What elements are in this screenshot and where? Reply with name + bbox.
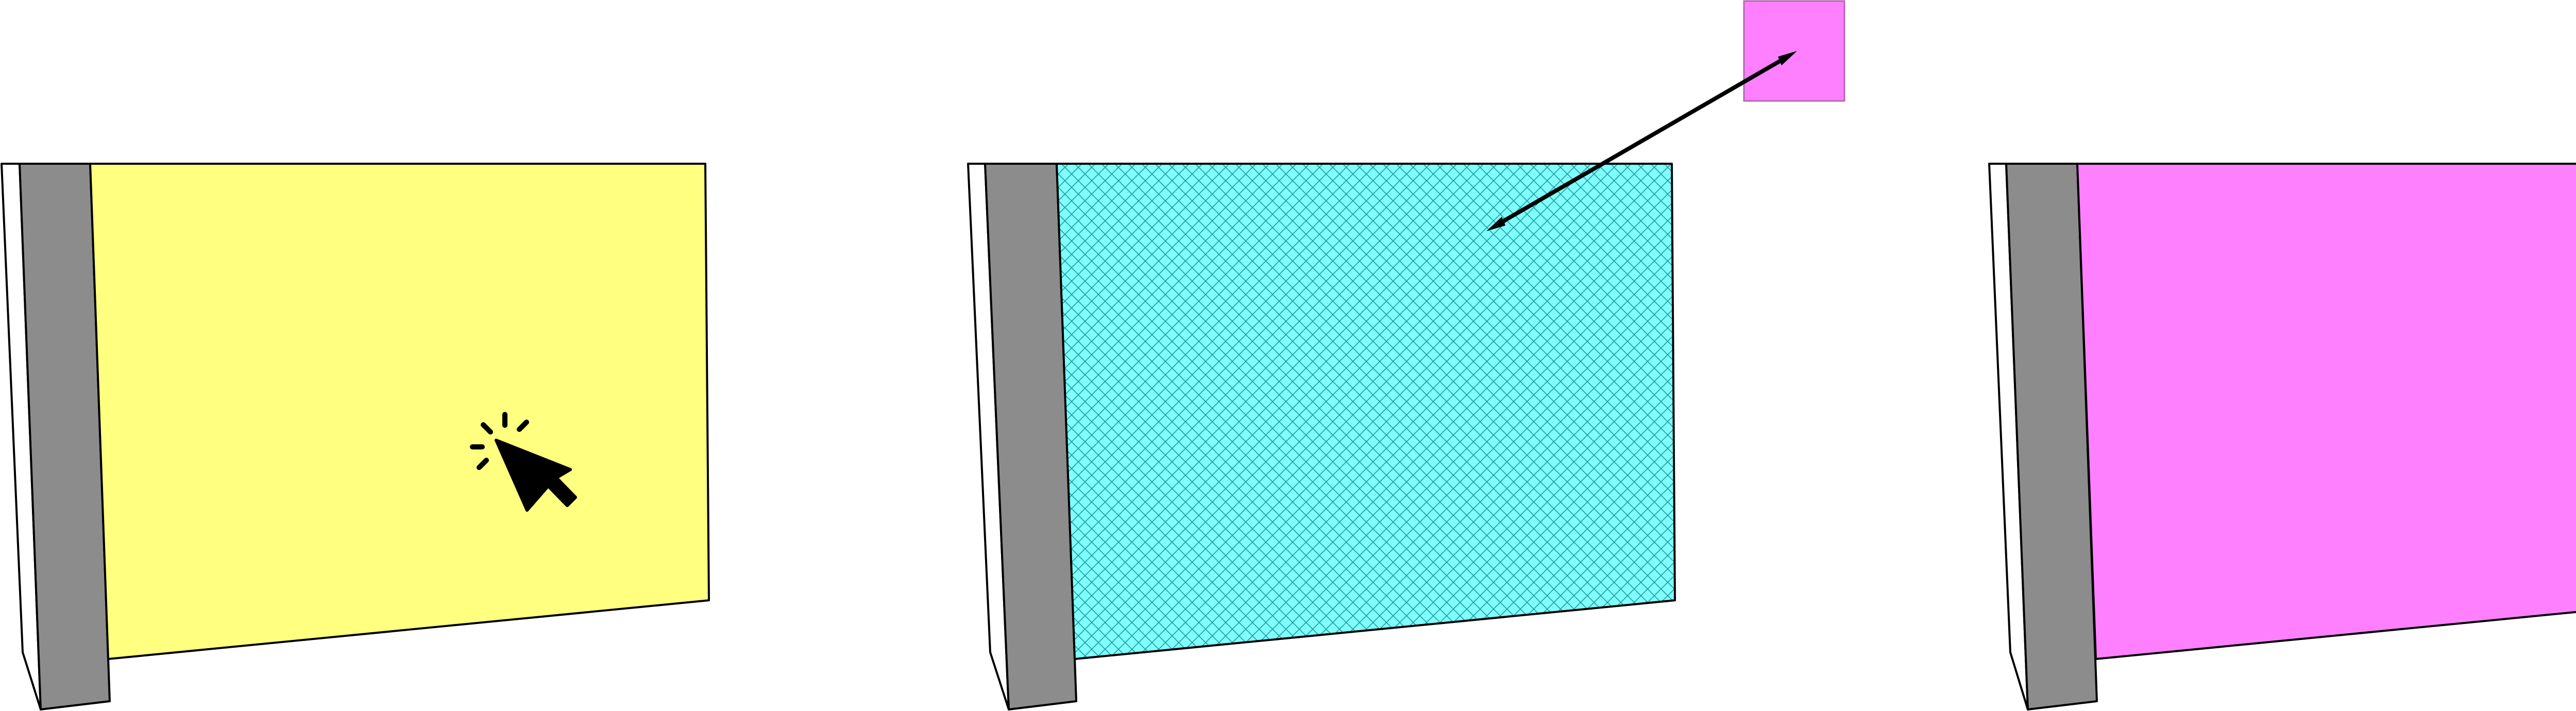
panel-face xyxy=(2076,163,2576,660)
click-cursor-icon xyxy=(470,412,577,512)
magenta-color-swatch xyxy=(1743,0,1845,102)
panel-side-frame xyxy=(19,163,111,710)
panel-side-frame xyxy=(2005,163,2098,710)
panel-face-crosshatch xyxy=(1056,163,1676,660)
magenta-panel xyxy=(1988,163,2576,710)
panel-side-frame xyxy=(984,163,1077,710)
panel-face xyxy=(89,163,710,660)
yellow-panel xyxy=(1,163,710,710)
cyan-panel xyxy=(967,163,1676,710)
double-headed-arrow-icon xyxy=(1486,51,1797,231)
